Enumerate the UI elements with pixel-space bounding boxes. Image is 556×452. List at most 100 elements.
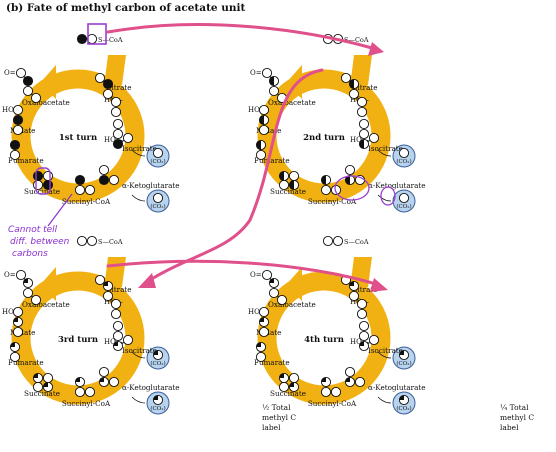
co2-release-arrow bbox=[377, 351, 392, 359]
carbon-atom bbox=[344, 366, 356, 378]
carbon-label-fill bbox=[289, 180, 294, 190]
co2-label: (CO₂) bbox=[396, 203, 411, 210]
carbon-label-fill bbox=[10, 140, 20, 150]
carbon-atom bbox=[358, 320, 370, 332]
label-fumarate: Fumarate bbox=[8, 156, 44, 165]
carbon-atom bbox=[288, 170, 300, 182]
label-ketoglutarate: α-Ketoglutarate bbox=[122, 383, 180, 392]
methyl-fraction-label: label bbox=[262, 423, 281, 432]
label-ketoglutarate: α-Ketoglutarate bbox=[368, 181, 426, 190]
succinate-highlight-2 bbox=[334, 175, 370, 201]
flow-arrowhead bbox=[138, 273, 156, 288]
turn-label: 4th turn bbox=[304, 335, 344, 345]
carbon-label-fill bbox=[75, 175, 85, 185]
carbon-atom bbox=[74, 184, 86, 196]
carbon-label-fill bbox=[113, 139, 123, 149]
label-citrate: Citrate bbox=[352, 285, 378, 294]
carbon-atom bbox=[122, 132, 134, 144]
carbon-atom bbox=[102, 88, 114, 100]
carbon-atom bbox=[108, 376, 120, 388]
carbon-label-fill bbox=[399, 395, 404, 400]
carbon-atom bbox=[344, 164, 356, 176]
carbon-atom bbox=[258, 326, 270, 338]
co2-carbon bbox=[398, 147, 410, 159]
carbon-label-fill bbox=[43, 180, 53, 190]
methyl-highlight-box bbox=[87, 23, 107, 45]
carbon-label-fill bbox=[345, 377, 350, 382]
carbon-label-fill bbox=[103, 79, 113, 89]
carbon-label-fill bbox=[349, 281, 354, 286]
methyl-fraction-label: methyl C bbox=[262, 413, 296, 422]
label-fumarate: Fumarate bbox=[254, 156, 290, 165]
flow-arrowhead bbox=[370, 278, 388, 292]
carbon-atom bbox=[348, 88, 360, 100]
co2-label: (CO₂) bbox=[150, 158, 165, 165]
ketoglutarate-highlight bbox=[380, 186, 396, 206]
succinate-highlight bbox=[35, 167, 51, 195]
carbon-label-fill bbox=[23, 278, 28, 283]
carbon-label-fill bbox=[77, 34, 87, 44]
carbon-atom bbox=[358, 330, 370, 342]
carbon-atom bbox=[320, 386, 332, 398]
carbon-atom bbox=[330, 386, 342, 398]
carbon-atom bbox=[15, 269, 27, 281]
cycle-turn-1 bbox=[11, 55, 170, 213]
turn-label: 2nd turn bbox=[303, 133, 345, 143]
methyl-fraction-label: label bbox=[500, 423, 519, 432]
carbon-atom bbox=[110, 96, 122, 108]
carbon-label-fill bbox=[399, 350, 404, 355]
hydroxyl-label: HO— bbox=[2, 308, 21, 316]
carbon-atom bbox=[9, 149, 21, 161]
carbon-atom bbox=[358, 128, 370, 140]
label-succinate: Succinate bbox=[270, 187, 306, 196]
carbon-atom bbox=[12, 104, 24, 116]
carbon-atom bbox=[98, 164, 110, 176]
carbon-atom bbox=[112, 320, 124, 332]
flow-arrow-1-to-2 bbox=[106, 23, 374, 50]
carbon-label-fill bbox=[103, 281, 108, 286]
label-ketoglutarate: α-Ketoglutarate bbox=[368, 383, 426, 392]
figure-title: (b) Fate of methyl carbon of acetate uni… bbox=[6, 2, 246, 14]
carbon-label-fill bbox=[321, 175, 326, 185]
carbon-atom bbox=[84, 184, 96, 196]
hydroxyl-label: HO— bbox=[2, 106, 21, 114]
co2-release-arrow bbox=[377, 194, 392, 202]
co2-label: (CO₂) bbox=[396, 360, 411, 367]
carbon-atom bbox=[255, 351, 267, 363]
label-succinate: Succinate bbox=[24, 187, 60, 196]
carbon-label-fill bbox=[289, 382, 294, 387]
carbon-atom bbox=[12, 326, 24, 338]
label-isocitrate: Isocitrate bbox=[368, 144, 403, 153]
carbon-atom bbox=[110, 308, 122, 320]
carbon-atom bbox=[261, 269, 273, 281]
co2-carbon bbox=[152, 192, 164, 204]
flow-arrowhead bbox=[368, 42, 384, 56]
acetyl-coa-label: S—CoA bbox=[98, 36, 123, 44]
cycle-arrowhead bbox=[40, 65, 56, 99]
carbon-label-fill bbox=[23, 76, 33, 86]
handwritten-annotation: Cannot tell bbox=[8, 225, 58, 235]
carbon-atom bbox=[322, 235, 334, 247]
carbon-atom bbox=[332, 235, 344, 247]
hydroxyl-label: HO— bbox=[104, 338, 123, 346]
carbon-atom bbox=[255, 149, 267, 161]
label-citrate: Citrate bbox=[106, 285, 132, 294]
carbon-label-fill bbox=[256, 140, 261, 150]
co2-release-arrow bbox=[131, 396, 146, 404]
carbon-atom bbox=[288, 372, 300, 384]
cycle-arrowhead bbox=[286, 267, 302, 301]
label-succinyl_coa: Succinyl-CoA bbox=[308, 399, 357, 408]
co2-release-arrow bbox=[377, 149, 392, 157]
label-ketoglutarate: α-Ketoglutarate bbox=[122, 181, 180, 190]
carbon-atom bbox=[356, 96, 368, 108]
co2-label: (CO₂) bbox=[150, 405, 165, 412]
label-oxaloacetate: Oxaloacetate bbox=[268, 300, 316, 309]
carbon-atom bbox=[356, 106, 368, 118]
label-succinyl_coa: Succinyl-CoA bbox=[308, 197, 357, 206]
carbon-label-fill bbox=[113, 341, 118, 346]
hydroxyl-label: HO— bbox=[248, 308, 267, 316]
label-succinate: Succinate bbox=[24, 389, 60, 398]
label-citrate: Citrate bbox=[106, 83, 132, 92]
carbon-atom bbox=[112, 118, 124, 130]
